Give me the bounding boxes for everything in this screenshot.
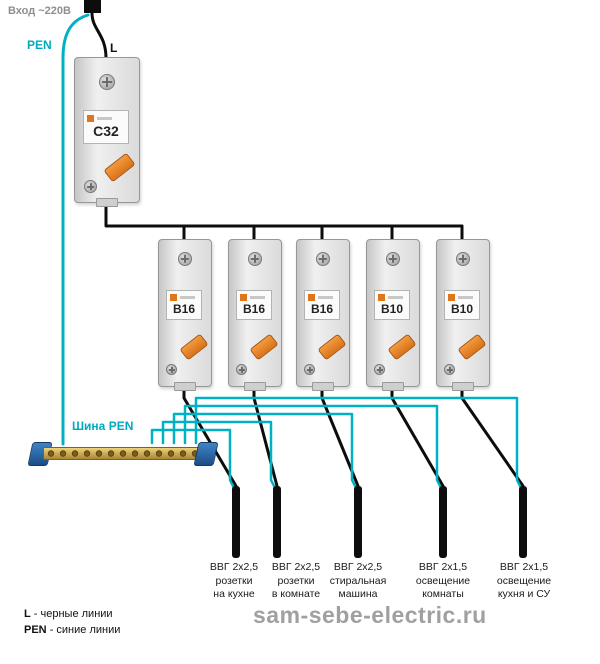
pen-bus-bar <box>27 442 219 466</box>
brand-mark <box>87 115 112 122</box>
brand-square-icon <box>448 294 455 301</box>
branch-breaker-1: B16 <box>158 239 212 391</box>
din-clip <box>174 382 196 391</box>
breaker-plate: B16 <box>236 290 272 320</box>
rating-fineprint <box>250 296 265 299</box>
bus-end-cap <box>193 442 219 466</box>
brand-square-icon <box>308 294 315 301</box>
screw-icon <box>456 252 470 266</box>
legend: L - черные линии PEN - синие линии <box>24 606 120 638</box>
din-clip <box>312 382 334 391</box>
rating-fineprint <box>97 117 112 120</box>
toggle-lever-icon <box>249 333 279 361</box>
brand-mark <box>308 294 333 301</box>
legend-l-desc: - черные линии <box>33 608 113 620</box>
pen-distribution-wires <box>150 396 523 490</box>
l-wire-label: L <box>110 41 118 55</box>
breaker-rating-label: B16 <box>242 302 265 316</box>
rating-fineprint <box>180 296 195 299</box>
main-breaker-rating-label: C32 <box>93 123 119 139</box>
brand-mark <box>170 294 195 301</box>
screw-icon <box>99 74 115 90</box>
mains-terminal <box>84 0 101 13</box>
cable-label-4: ВВГ 2х1,5 освещение комнаты <box>415 561 471 601</box>
feed-bus-wire <box>104 198 464 245</box>
brand-mark <box>378 294 403 301</box>
breaker-rating-label: B16 <box>310 302 333 316</box>
screw-icon <box>248 252 262 266</box>
rating-fineprint <box>458 296 473 299</box>
screw-icon <box>178 252 192 266</box>
toggle-lever-icon <box>387 333 417 361</box>
brand-square-icon <box>240 294 247 301</box>
brand-square-icon <box>87 115 94 122</box>
din-clip <box>244 382 266 391</box>
breaker-plate: B10 <box>374 290 410 320</box>
screw-icon <box>166 364 177 375</box>
bus-screws <box>47 450 199 457</box>
brand-mark <box>240 294 265 301</box>
din-clip <box>452 382 474 391</box>
branch-breaker-3: B16 <box>296 239 350 391</box>
branch-breaker-5: B10 <box>436 239 490 391</box>
mains-l-wire <box>90 11 108 60</box>
cable-label-5: ВВГ 2х1,5 освещение кухня и СУ <box>496 561 552 601</box>
breaker-rating-label: B10 <box>380 302 403 316</box>
brand-square-icon <box>378 294 385 301</box>
brand-square-icon <box>170 294 177 301</box>
screw-icon <box>444 364 455 375</box>
screw-icon <box>374 364 385 375</box>
din-clip <box>382 382 404 391</box>
breaker-rating-label: B16 <box>172 302 195 316</box>
screw-icon <box>84 180 97 193</box>
legend-pen-term: PEN <box>24 624 47 636</box>
mains-input-label: Вход ~220В <box>8 5 71 17</box>
toggle-lever-icon <box>103 152 136 183</box>
legend-line-pen: PEN - синие линии <box>24 622 120 638</box>
breaker-plate: B16 <box>304 290 340 320</box>
screw-icon <box>236 364 247 375</box>
cable-label-1: ВВГ 2х2,5 розетки на кухне <box>209 561 259 601</box>
screw-icon <box>316 252 330 266</box>
din-clip <box>96 198 118 207</box>
main-breaker: C32 <box>74 57 140 207</box>
toggle-lever-icon <box>179 333 209 361</box>
screw-icon <box>386 252 400 266</box>
pen-bus-label: Шина PEN <box>72 419 134 433</box>
breaker-output-wires <box>182 382 525 488</box>
cable-sheaths <box>232 486 527 558</box>
cable-label-3: ВВГ 2х2,5 стиральная машина <box>329 561 387 601</box>
pen-riser-wire <box>61 13 90 446</box>
watermark: sam-sebe-electric.ru <box>253 602 487 628</box>
breaker-rating-label: B10 <box>450 302 473 316</box>
rating-fineprint <box>318 296 333 299</box>
legend-line-l: L - черные линии <box>24 606 120 622</box>
toggle-lever-icon <box>457 333 487 361</box>
breaker-plate: B10 <box>444 290 480 320</box>
rating-fineprint <box>388 296 403 299</box>
breaker-plate: B16 <box>166 290 202 320</box>
branch-breaker-4: B10 <box>366 239 420 391</box>
breaker-plate: C32 <box>83 110 129 144</box>
toggle-lever-icon <box>317 333 347 361</box>
legend-pen-desc: - синие линии <box>49 624 121 636</box>
legend-l-term: L <box>24 608 31 620</box>
branch-breaker-2: B16 <box>228 239 282 391</box>
pen-wire-label: PEN <box>27 38 52 52</box>
screw-icon <box>304 364 315 375</box>
brand-mark <box>448 294 473 301</box>
cable-label-2: ВВГ 2х2,5 розетки в комнате <box>271 561 321 601</box>
